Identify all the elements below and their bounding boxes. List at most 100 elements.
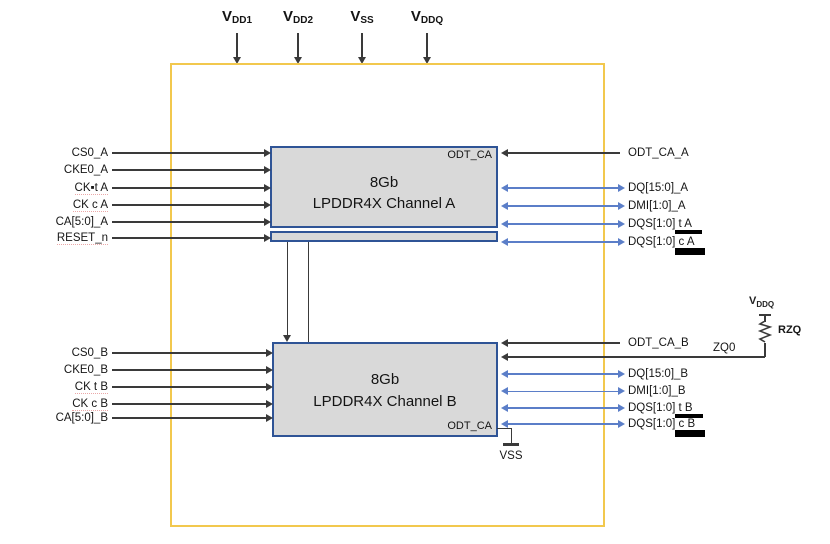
dqs-c-a-suffix: c A (675, 236, 705, 255)
channel-b-title: 8Gb LPDDR4X Channel B (274, 369, 496, 413)
dqs-t-a-text: DQS[1:0] (628, 218, 676, 230)
ck-t-a-label: CK▪t A (16, 180, 108, 196)
vss-label: VSS (330, 8, 394, 26)
ck-c-b-label: CK c B (16, 396, 108, 412)
reset-n-text: RESET_n (56, 232, 108, 245)
channel-b-density: 8Gb (370, 371, 400, 388)
dmi-b-label: DMI[1:0]_B (628, 383, 686, 399)
dq-a-label: DQ[15:0]_A (628, 180, 688, 196)
vss-stub-horizontal (497, 427, 512, 429)
inter-channel-net (307, 242, 310, 342)
dq-a-text: DQ[15:0]_A (628, 182, 689, 194)
odt-ca-b-line (501, 339, 620, 346)
channel-a-block: ODT_CA 8Gb LPDDR4X Channel A (270, 146, 498, 228)
vdd2-label: VDD2 (266, 8, 330, 26)
vddq-arrow (423, 33, 430, 64)
ck-t-b-text: CK t B (74, 381, 108, 394)
cs0-a-line (112, 149, 271, 156)
dmi-b-text: DMI[1:0]_B (628, 385, 686, 397)
dqs-c-b-line (501, 420, 625, 427)
ca-a-line (112, 218, 271, 225)
reset-n-label: RESET_n (16, 230, 108, 246)
vss-arrow (358, 33, 365, 64)
vddq-label: VDDQ (395, 8, 459, 26)
cke0-b-text: CKE0_B (63, 364, 108, 376)
vss-ground-bar (503, 443, 519, 446)
dqs-t-b-line (501, 404, 625, 411)
dqs-c-b-label: DQS[1:0] c B (628, 416, 706, 437)
cke0-b-line (112, 366, 273, 373)
ca-b-label: CA[5:0]_B (16, 410, 108, 426)
ck-c-a-label: CK c A (16, 197, 108, 213)
channel-b-odt-pad-label: ODT_CA (447, 420, 492, 432)
cs0-a-label: CS0_A (16, 145, 108, 161)
channel-a-title: 8Gb LPDDR4X Channel A (272, 172, 496, 214)
dmi-b-line (501, 387, 625, 394)
zq-vddq-base: V (749, 295, 757, 307)
rzq-top-stub (764, 314, 766, 322)
vdd2-sub: DD2 (293, 15, 314, 26)
ck-c-a-line (112, 201, 271, 208)
ck-t-a-text: CK▪t A (74, 182, 108, 195)
vdd1-arrow (233, 33, 240, 64)
ck-t-b-line (112, 383, 273, 390)
zq0-label: ZQ0 (713, 342, 736, 354)
reset-feed-arrow (283, 242, 290, 342)
vdd2-arrow (294, 33, 301, 64)
cs0-b-text: CS0_B (71, 347, 108, 359)
dqs-c-a-line (501, 238, 625, 245)
dqs-c-b-suffix: c B (675, 418, 706, 437)
zq-vddq-sub: DDQ (756, 300, 775, 310)
ck-c-a-text: CK c A (72, 199, 108, 212)
dmi-a-line (501, 202, 625, 209)
vddq-sub: DDQ (420, 15, 444, 26)
vddq-base: V (410, 8, 421, 25)
dqs-t-a-suffix: t A (675, 218, 702, 234)
dqs-c-b-text: DQS[1:0] (628, 418, 676, 430)
dmi-a-text: DMI[1:0]_A (628, 200, 686, 212)
rzq-label: RZQ (778, 324, 802, 336)
cke0-a-label: CKE0_A (16, 162, 108, 178)
rzq-bottom-stub (764, 343, 766, 357)
dq-b-text: DQ[15:0]_B (628, 368, 689, 380)
dqs-t-a-label: DQS[1:0] t A (628, 216, 702, 234)
channel-a-name: LPDDR4X Channel A (312, 195, 456, 212)
dq-a-line (501, 184, 625, 191)
ca-b-text: CA[5:0]_B (55, 412, 108, 424)
vss-sub: SS (360, 15, 374, 26)
dqs-t-a-line (501, 220, 625, 227)
channel-a-odt-pad-label: ODT_CA (447, 149, 492, 161)
ck-c-b-text: CK c B (72, 398, 108, 411)
cke0-a-text: CKE0_A (63, 164, 108, 176)
rzq-resistor-icon (757, 321, 773, 343)
channel-b-name: LPDDR4X Channel B (313, 393, 457, 410)
reset-n-line (112, 234, 271, 241)
vss-base: V (350, 8, 361, 25)
cs0-b-line (112, 349, 273, 356)
package-outline (170, 63, 605, 527)
vss-stub-vertical (510, 427, 513, 444)
vdd2-base: V (282, 8, 293, 25)
channel-b-block: 8Gb LPDDR4X Channel B ODT_CA (272, 342, 498, 437)
cs0-b-label: CS0_B (16, 345, 108, 361)
ca-b-line (112, 414, 273, 421)
ck-t-a-line (112, 184, 271, 191)
cke0-a-line (112, 166, 271, 173)
dq-b-label: DQ[15:0]_B (628, 366, 688, 382)
dqs-t-b-suffix: t B (675, 402, 703, 418)
odt-ca-a-label: ODT_CA_A (628, 147, 689, 159)
odt-ca-a-line (501, 149, 620, 156)
ca-a-label: CA[5:0]_A (16, 214, 108, 230)
vss-term-label: VSS (499, 450, 523, 462)
dqs-c-a-label: DQS[1:0] c A (628, 234, 705, 255)
dq-b-line (501, 370, 625, 377)
dmi-a-label: DMI[1:0]_A (628, 198, 686, 214)
cs0-a-text: CS0_A (71, 147, 108, 159)
vdd1-sub: DD1 (232, 15, 253, 26)
ck-t-b-label: CK t B (16, 379, 108, 395)
ca-a-text: CA[5:0]_A (55, 216, 108, 228)
channel-a-bottom-strip (270, 231, 498, 242)
ck-c-b-line (112, 400, 273, 407)
odt-ca-b-label: ODT_CA_B (628, 337, 689, 349)
